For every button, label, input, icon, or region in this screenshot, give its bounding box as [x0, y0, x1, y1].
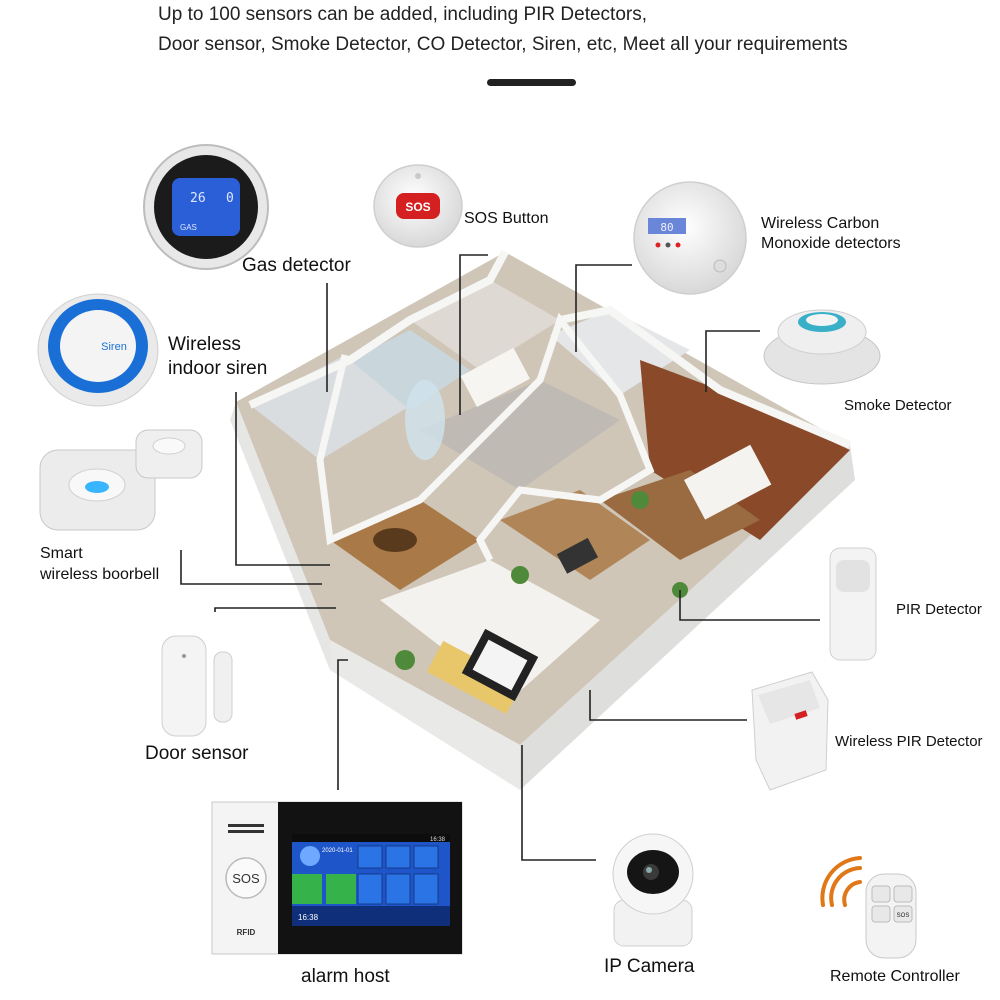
header-divider	[487, 79, 576, 86]
wireless-pir-device	[751, 671, 829, 791]
plant-1	[395, 650, 415, 670]
host-status-time: 16:38	[430, 837, 446, 843]
host-time: 16:38	[298, 913, 319, 922]
label-pir-detector: PIR Detector	[896, 601, 982, 618]
label-smoke-detector: Smoke Detector	[844, 397, 952, 414]
label-sos-button: SOS Button	[464, 210, 549, 227]
ip-camera-device	[612, 833, 694, 947]
remote-sos-text: SOS	[897, 913, 910, 919]
room-hallway	[420, 380, 620, 490]
house-right-wall	[520, 445, 855, 790]
label-co-line1: Wireless Carbon	[761, 215, 880, 232]
host-sos-text: SOS	[232, 871, 260, 886]
leader-smoke	[705, 330, 760, 392]
sos-face-text: SOS	[405, 200, 430, 214]
label-alarm-host: alarm host	[301, 966, 390, 987]
siren-device: Siren	[37, 293, 159, 407]
leader-co	[575, 264, 632, 352]
host-rfid-text: RFID	[237, 928, 256, 937]
shower-glass	[405, 380, 445, 460]
house-front-wall	[330, 640, 520, 790]
co-display: 80	[660, 221, 673, 234]
co-detector-device: 80	[633, 181, 747, 295]
gas-display-left: 26	[190, 191, 206, 206]
interior-walls-3	[559, 305, 852, 449]
gas-detector-device: 26 0 GAS	[143, 144, 269, 270]
leader-pir	[679, 590, 820, 621]
label-remote-controller: Remote Controller	[830, 968, 960, 985]
bed-top	[460, 347, 530, 407]
room-bathroom-right	[550, 310, 690, 395]
remote-controller-device: SOS	[820, 856, 917, 959]
dining-table	[373, 528, 417, 552]
label-doorbell-line1: Smart	[40, 545, 83, 562]
plant-2	[511, 566, 529, 584]
house-left-wall	[230, 402, 330, 670]
label-ip-camera: IP Camera	[604, 956, 695, 977]
label-doorbell-line2: wireless boorbell	[40, 566, 160, 583]
label-wireless-pir-detector: Wireless PIR Detector	[835, 733, 983, 750]
leader-camera	[521, 745, 596, 861]
leader-wireless-pir	[589, 690, 747, 721]
sos-button-device: SOS	[373, 164, 463, 248]
door-sensor-device	[161, 635, 233, 737]
host-date: 2020-01-01	[322, 848, 353, 854]
room-living	[380, 560, 600, 700]
doorbell-device	[39, 429, 203, 531]
gas-display-right: 0	[226, 191, 234, 206]
leader-sos	[459, 254, 488, 415]
headline-line-2: Door sensor, Smoke Detector, CO Detector…	[158, 34, 848, 55]
leader-doorbell	[180, 550, 322, 585]
room-tv-area	[500, 490, 650, 580]
leader-door	[214, 607, 336, 612]
pir-detector-device	[829, 547, 877, 661]
tv	[556, 537, 599, 574]
alarm-host-device: SOS RFID 16:38 2020-01-01 16:38	[211, 801, 463, 955]
label-co-line2: Monoxide detectors	[761, 235, 901, 252]
headline-line-1: Up to 100 sensors can be added, includin…	[158, 4, 648, 25]
rug-inner	[472, 639, 528, 691]
label-door-sensor: Door sensor	[145, 743, 249, 764]
room-shower	[350, 330, 470, 410]
leader-host	[337, 659, 348, 790]
label-gas-detector: Gas detector	[242, 255, 351, 276]
interior-walls	[316, 312, 655, 562]
label-siren-line2: indoor siren	[168, 358, 268, 379]
gas-display-small: GAS	[180, 223, 197, 232]
leader-siren	[235, 392, 330, 566]
siren-face-text: Siren	[101, 341, 127, 353]
house-cutaway	[230, 250, 855, 790]
label-siren-line1: Wireless	[168, 334, 241, 355]
bed-right	[684, 444, 772, 520]
leader-lines	[180, 254, 820, 861]
plant-3	[631, 491, 649, 509]
interior-walls-2	[248, 250, 509, 409]
smoke-detector-device	[763, 309, 881, 385]
